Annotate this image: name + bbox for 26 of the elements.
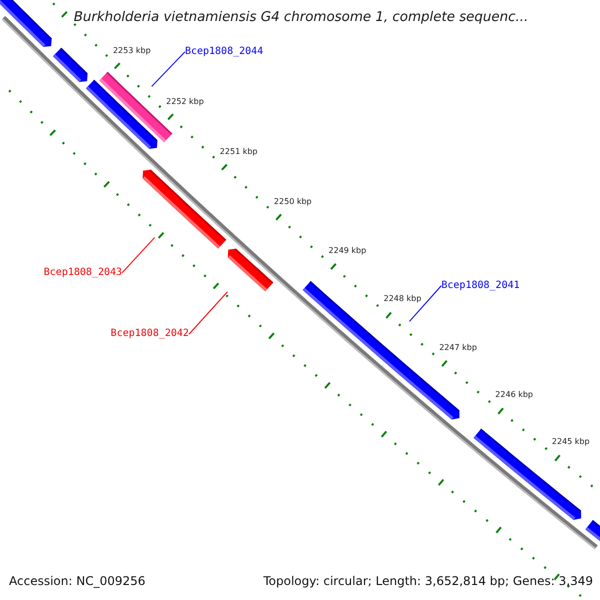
- gene-label: Bcep1808_2041: [441, 280, 520, 292]
- gene-feature: [52, 48, 88, 82]
- scale-label: 2247 kbp: [439, 342, 477, 352]
- scale-label: 2250 kbp: [274, 196, 312, 207]
- gene-feature: [228, 248, 274, 292]
- genome-stats-text: Topology: circular; Length: 3,652,814 bp; Genes: 3,349: [263, 575, 593, 589]
- scale-label: 2245 kbp: [552, 436, 590, 447]
- gene-feature: [86, 80, 158, 149]
- gene-label: Bcep1808_2042: [110, 328, 189, 340]
- gene-label: Bcep1808_2044: [184, 46, 264, 58]
- scale-label: 2249 kbp: [328, 246, 366, 256]
- leader-line: [151, 51, 186, 87]
- leader-line: [188, 291, 228, 335]
- scale-label: 2246 kbp: [495, 390, 533, 400]
- map-title: Burkholderia vietnamiensis G4 chromosome 1, complete sequenc...: [74, 10, 528, 26]
- gene-label: Bcep1808_2043: [44, 266, 122, 279]
- accession-text: Accession: NC_009256: [9, 575, 146, 589]
- scale-label: 2248 kbp: [384, 294, 422, 304]
- scale-label: 2252 kbp: [166, 96, 204, 107]
- leader-line: [122, 237, 156, 274]
- scale-label: 2253 kbp: [112, 46, 151, 56]
- leader-line: [408, 285, 442, 322]
- gene-feature: [585, 520, 600, 542]
- scale-label: 2251 kbp: [220, 146, 258, 157]
- gene-feature: [142, 170, 226, 249]
- gene-feature: [0, 0, 52, 47]
